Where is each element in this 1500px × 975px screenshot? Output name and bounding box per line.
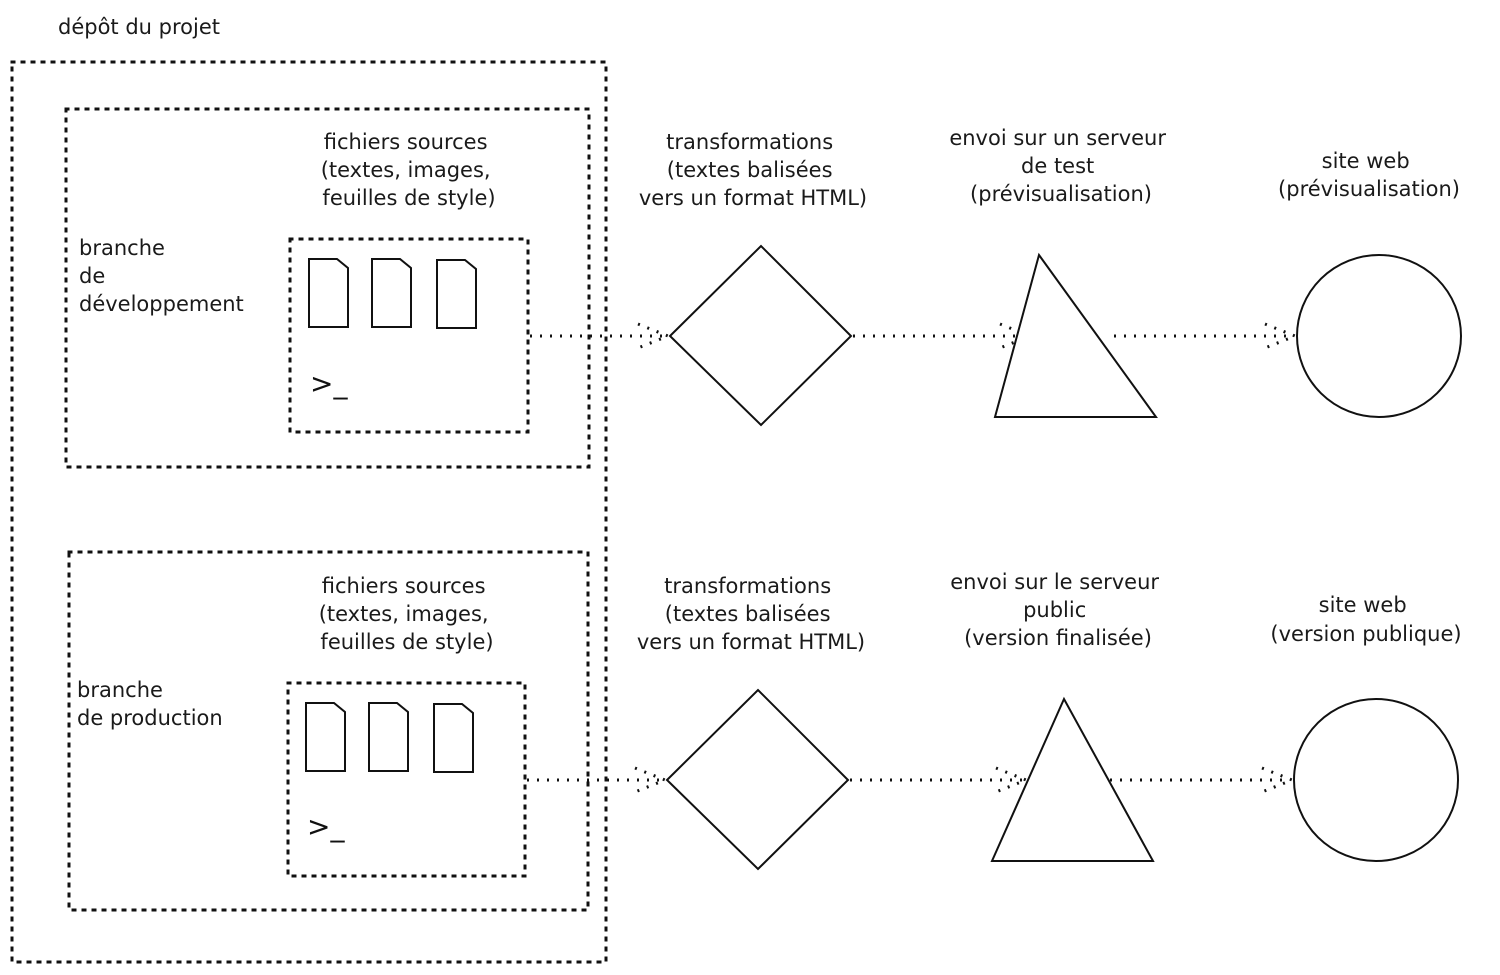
server-triangle [990,696,1155,862]
website-label: site web (version publique) [1270,593,1461,646]
website-circle [1296,254,1462,418]
transformation-label: transformations (textes balisées vers un… [639,130,867,210]
website-circle [1293,698,1459,862]
transformation-diamond [665,688,850,871]
arrow-head-icon [995,766,1031,794]
source-files-box [286,681,527,878]
file-icon [308,258,349,328]
sources-label: fichiers sources (textes, images, feuill… [321,130,498,210]
server-label: envoi sur le serveur public (version fin… [950,570,1165,650]
terminal-prompt-icon: >_ [307,810,345,843]
file-icon [436,259,477,329]
transformation-diamond [668,244,853,427]
server-triangle [993,252,1158,418]
branch-box [67,550,590,912]
arrow-head-icon [634,766,670,794]
repository-title: dépôt du projet [58,15,220,39]
terminal-prompt-icon: >_ [310,367,348,400]
sources-label: fichiers sources (textes, images, feuill… [319,574,496,654]
arrow-head-icon [1261,766,1297,794]
arrow-head-icon [1264,322,1300,350]
server-label: envoi sur un serveur de test (prévisuali… [949,126,1172,206]
repository-box [10,60,608,964]
arrow-head-icon [999,322,1035,350]
branch-box [64,107,591,469]
branch-production: branche de production fichiers sources (… [67,550,1462,912]
branch-label: branche de développement [79,236,244,316]
branch-label: branche de production [77,678,223,730]
transformation-label: transformations (textes balisées vers un… [637,574,865,654]
file-icon [371,258,412,328]
arrow-head-icon [637,322,673,350]
source-files-box [288,237,530,434]
website-label: site web (prévisualisation) [1278,149,1460,201]
file-icon [433,703,474,773]
file-icon [305,702,346,772]
file-icon [368,702,409,772]
branch-development: branche de développement fichiers source… [64,107,1462,469]
